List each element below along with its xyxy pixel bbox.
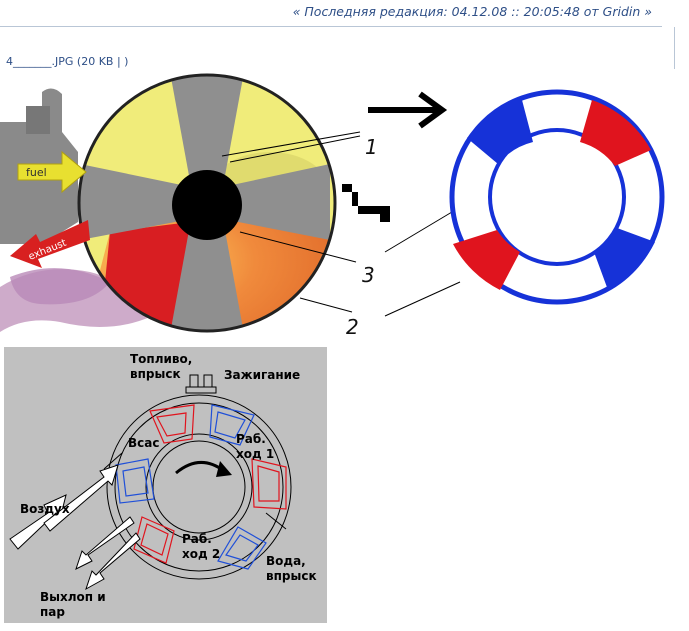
intake-label: Всас (128, 436, 159, 450)
attachment-link[interactable]: 4_______.JPG (6, 55, 74, 68)
callout-lines (221, 131, 463, 317)
attachment-info: 4_______.JPG (20 KB | ) (6, 55, 128, 68)
power-stroke-2-label-1: Раб. (182, 532, 212, 546)
rotary-engine-image: fuel exhaust 1 3 2 (0, 73, 665, 339)
shaft-symbol (342, 184, 390, 222)
air-label: Воздух (20, 502, 70, 516)
fuel-arrow: fuel (17, 150, 87, 194)
injector-nozzles (185, 374, 217, 394)
fuel-injection-label-1: Топливо, (130, 352, 192, 366)
ignition-label: Зажигание (224, 368, 300, 382)
callout-3: 3 (362, 263, 375, 287)
fuel-injection-label-2: впрыск (130, 367, 181, 381)
last-edit-info: « Последняя редакция: 04.12.08 :: 20:05:… (292, 4, 652, 19)
post-header: « Последняя редакция: 04.12.08 :: 20:05:… (0, 0, 662, 27)
water-injection-label-1: Вода, (266, 554, 306, 568)
power-stroke-1-label-2: ход 1 (236, 447, 274, 461)
ring-diagram (449, 89, 665, 305)
chambers (115, 404, 287, 570)
fuel-label: fuel (26, 166, 47, 179)
hub (172, 170, 242, 240)
callout-2: 2 (346, 315, 359, 339)
exhaust-steam-label-1: Выхлоп и (40, 590, 106, 604)
transform-arrow (368, 91, 448, 129)
exhaust-steam-label-2: пар (40, 605, 65, 619)
water-injection-label-2: впрыск (266, 569, 317, 583)
power-stroke-2-label-2: ход 2 (182, 547, 220, 561)
air-inlet-arrows (9, 452, 123, 550)
exhaust-arrows (75, 516, 141, 591)
divider (674, 27, 675, 69)
attachment-size: (20 KB | ) (73, 55, 129, 68)
rotor-wheel (79, 75, 335, 331)
power-stroke-1-label-1: Раб. (236, 432, 266, 446)
engine-cycle-diagram: Топливо, впрыск Зажигание Всас Раб. ход … (4, 347, 327, 623)
callout-1: 1 (365, 135, 378, 159)
